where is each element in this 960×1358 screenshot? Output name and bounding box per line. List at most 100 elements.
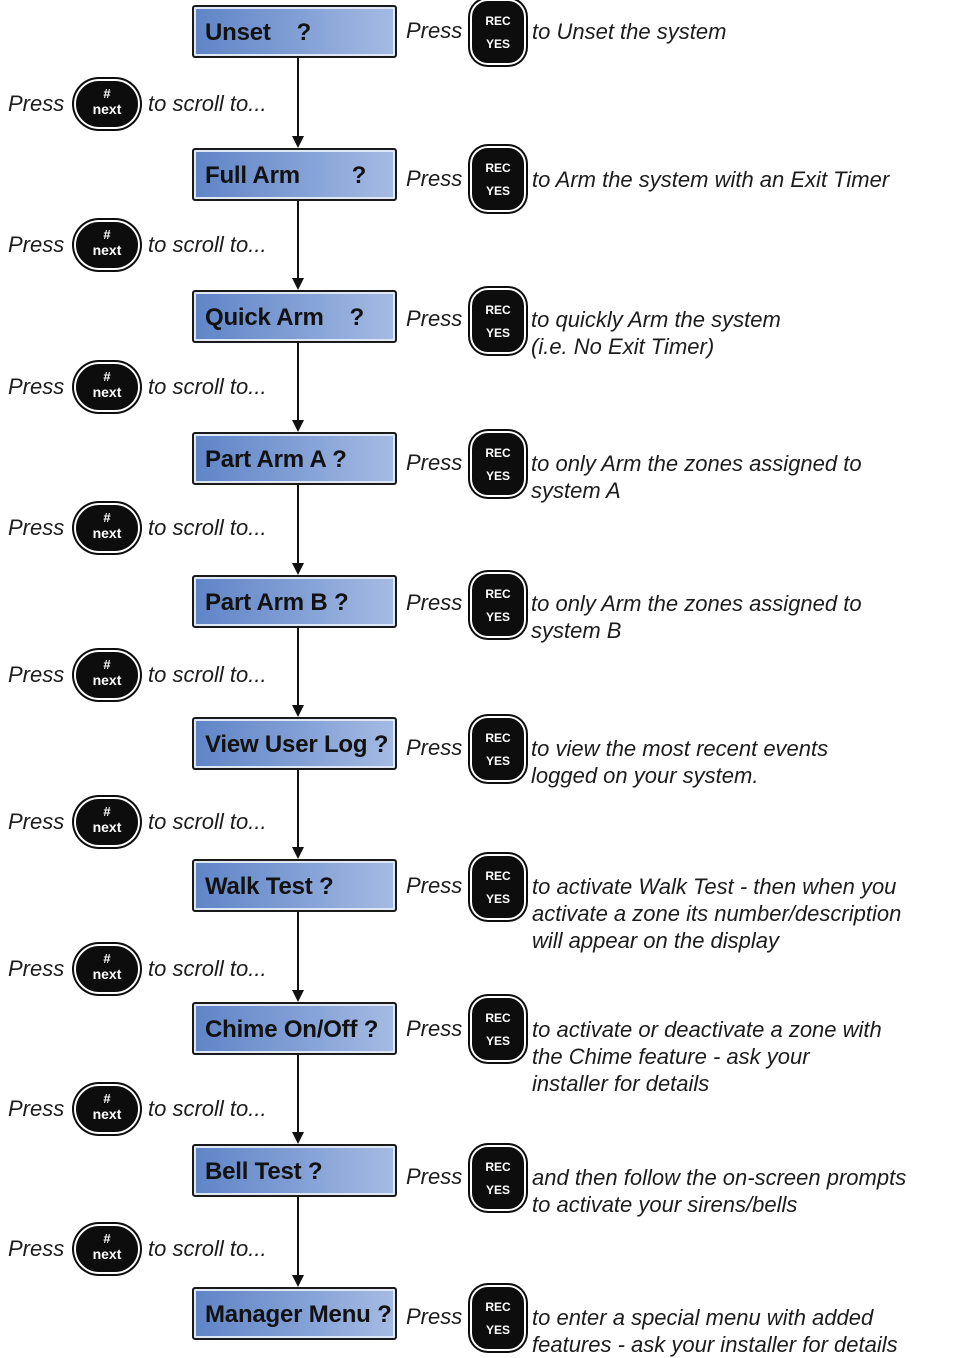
flow-arrow-head xyxy=(292,278,304,290)
option-description: to only Arm the zones assigned to xyxy=(531,451,862,476)
yes-key-label: YES xyxy=(485,184,510,198)
yes-key-label: YES xyxy=(485,1183,510,1197)
press-label: Press xyxy=(406,306,463,331)
menu-option-label: View User Log ? xyxy=(205,731,389,758)
option-description: (i.e. No Exit Timer) xyxy=(531,334,715,359)
press-label: Press xyxy=(8,1096,65,1121)
menu-option-label: Quick Arm ? xyxy=(205,304,365,331)
flow-arrow-head xyxy=(292,1275,304,1287)
rec-key-label: REC xyxy=(485,731,511,745)
next-key[interactable]: #next xyxy=(76,652,138,698)
hash-key-label: # xyxy=(103,1231,111,1246)
press-label: Press xyxy=(8,1236,65,1261)
scroll-instruction: to scroll to... xyxy=(148,1096,267,1121)
press-label: Press xyxy=(8,515,65,540)
flow-arrow-head xyxy=(292,1132,304,1144)
press-label: Press xyxy=(406,1164,463,1189)
hash-key-label: # xyxy=(103,510,111,525)
option-description: to quickly Arm the system xyxy=(531,307,781,332)
scroll-instruction: to scroll to... xyxy=(148,91,267,116)
scroll-instruction: to scroll to... xyxy=(148,956,267,981)
option-description: activate a zone its number/description xyxy=(532,901,902,926)
scroll-instruction: to scroll to... xyxy=(148,515,267,540)
yes-key-label: YES xyxy=(485,892,510,906)
next-key-label: next xyxy=(92,242,122,258)
menu-option-label: Bell Test ? xyxy=(205,1158,323,1185)
press-label: Press xyxy=(8,91,65,116)
next-key-label: next xyxy=(92,525,122,541)
rec-key-label: REC xyxy=(485,587,511,601)
next-key-label: next xyxy=(92,101,122,117)
scroll-instruction: to scroll to... xyxy=(148,662,267,687)
next-key[interactable]: #next xyxy=(76,946,138,992)
yes-key-label: YES xyxy=(485,1323,510,1337)
rec-key-label: REC xyxy=(485,303,511,317)
option-description: features - ask your installer for detail… xyxy=(532,1332,898,1357)
menu-option-label: Chime On/Off ? xyxy=(205,1016,379,1043)
menu-option-label: Part Arm B ? xyxy=(205,589,349,616)
press-label: Press xyxy=(406,166,463,191)
next-key-label: next xyxy=(92,1106,122,1122)
rec-key-label: REC xyxy=(485,161,511,175)
next-key[interactable]: #next xyxy=(76,364,138,410)
flow-arrow-head xyxy=(292,705,304,717)
yes-key-label: YES xyxy=(485,326,510,340)
next-key-label: next xyxy=(92,384,122,400)
rec-key-label: REC xyxy=(485,446,511,460)
menu-option-box: Full Arm ? xyxy=(192,148,397,201)
rec-yes-key[interactable]: REC YES xyxy=(472,148,524,210)
next-key[interactable]: #next xyxy=(76,799,138,845)
flow-arrow-head xyxy=(292,847,304,859)
press-label: Press xyxy=(406,873,463,898)
flow-arrow-head xyxy=(292,136,304,148)
menu-option-label: Unset ? xyxy=(205,19,312,46)
rec-yes-key[interactable]: REC YES xyxy=(472,290,524,352)
press-label: Press xyxy=(406,450,463,475)
option-description: logged on your system. xyxy=(531,763,759,788)
flow-arrow-head xyxy=(292,420,304,432)
menu-option-box: View User Log ? xyxy=(192,717,397,770)
menu-option-box: Bell Test ? xyxy=(192,1144,397,1197)
press-label: Press xyxy=(406,590,463,615)
yes-key-label: YES xyxy=(485,469,510,483)
next-key[interactable]: #next xyxy=(76,1226,138,1272)
option-description: installer for details xyxy=(532,1071,710,1096)
menu-option-label: Manager Menu ? xyxy=(205,1301,392,1328)
option-description: the Chime feature - ask your xyxy=(532,1044,810,1069)
next-key-label: next xyxy=(92,819,122,835)
press-label: Press xyxy=(8,809,65,834)
rec-key-label: REC xyxy=(485,1011,511,1025)
next-key[interactable]: #next xyxy=(76,505,138,551)
option-description: to view the most recent events xyxy=(531,736,829,761)
rec-yes-key[interactable]: REC YES xyxy=(472,433,524,495)
press-label: Press xyxy=(406,1016,463,1041)
rec-yes-key[interactable]: REC YES xyxy=(472,1287,524,1349)
rec-key-label: REC xyxy=(485,1300,511,1314)
flow-arrow-head xyxy=(292,990,304,1002)
rec-key-label: REC xyxy=(485,14,511,28)
menu-option-box: Chime On/Off ? xyxy=(192,1002,397,1055)
next-key[interactable]: #next xyxy=(76,1086,138,1132)
scroll-instruction: to scroll to... xyxy=(148,1236,267,1261)
hash-key-label: # xyxy=(103,804,111,819)
press-label: Press xyxy=(8,232,65,257)
next-key[interactable]: #next xyxy=(76,222,138,268)
menu-option-box: Part Arm A ? xyxy=(192,432,397,485)
option-description: to activate your sirens/bells xyxy=(532,1192,798,1217)
next-key[interactable]: #next xyxy=(76,81,138,127)
option-description: will appear on the display xyxy=(532,928,780,953)
option-description: system A xyxy=(531,478,621,503)
press-label: Press xyxy=(8,662,65,687)
next-key-label: next xyxy=(92,1246,122,1262)
press-label: Press xyxy=(8,374,65,399)
menu-option-box: Unset ? xyxy=(192,5,397,58)
hash-key-label: # xyxy=(103,1091,111,1106)
press-label: Press xyxy=(406,1304,463,1329)
